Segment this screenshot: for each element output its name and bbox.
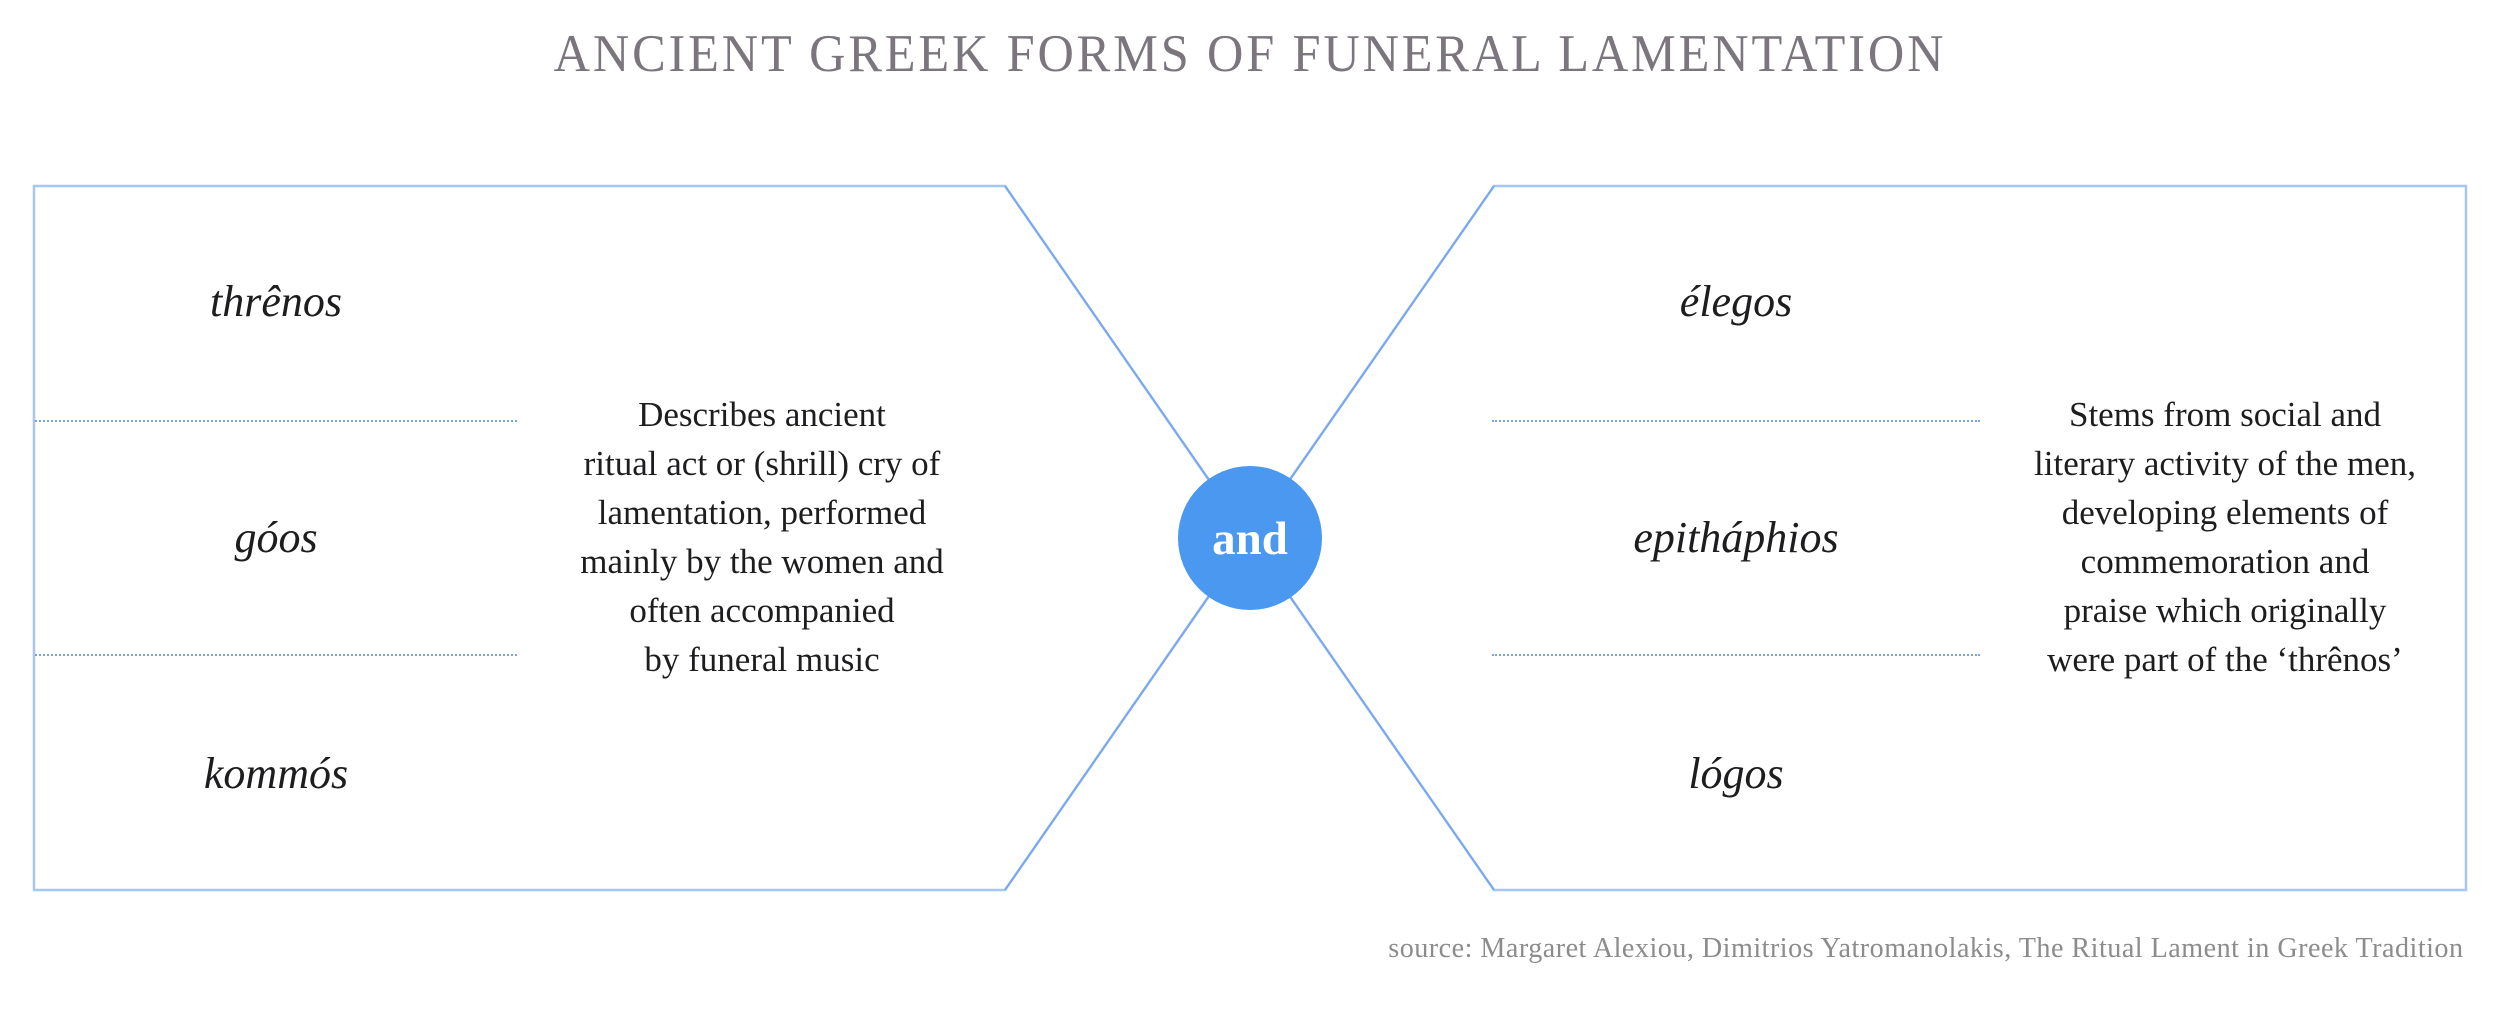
right-panel-description: Stems from social and literary activity …: [2034, 395, 2416, 679]
right-term-epitaphios: epitháphios: [1633, 513, 1839, 562]
right-term-elegos: élegos: [1679, 277, 1793, 326]
left-separator-2: [35, 654, 517, 656]
source-attribution: source: Margaret Alexiou, Dimitrios Yatr…: [1388, 932, 2464, 964]
left-term-kommos: kommós: [203, 749, 349, 798]
and-connector-label: and: [1212, 512, 1288, 565]
left-separator-1: [35, 420, 517, 422]
right-separator-1: [1492, 420, 1980, 422]
left-term-threnos: thrênos: [210, 277, 342, 326]
right-term-logos: lógos: [1688, 749, 1784, 798]
diagram-title: ANCIENT GREEK FORMS OF FUNERAL LAMENTATI…: [553, 25, 1947, 83]
and-connector-circle: and: [1178, 466, 1322, 610]
left-panel-description: Describes ancient ritual act or (shrill)…: [580, 395, 944, 679]
right-separator-2: [1492, 654, 1980, 656]
left-term-goos: góos: [234, 513, 318, 562]
